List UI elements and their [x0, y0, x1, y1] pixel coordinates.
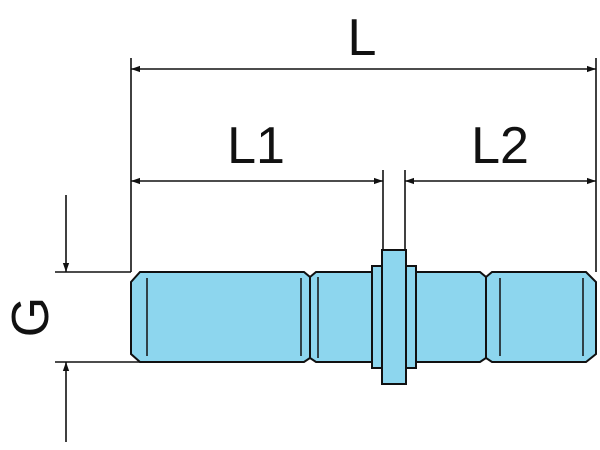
extension-lines	[55, 58, 597, 363]
collar	[371, 265, 383, 369]
flange	[381, 249, 407, 385]
left-neck	[309, 271, 373, 363]
left-threaded-section	[130, 271, 311, 363]
right-neck	[415, 271, 487, 363]
right-threaded-section	[485, 271, 597, 363]
right-collar	[405, 265, 417, 369]
label-l: L	[348, 9, 377, 67]
dimension-lines	[62, 65, 596, 442]
label-g: G	[2, 297, 60, 337]
thread-detail-lines	[146, 277, 584, 358]
stud-body	[130, 249, 597, 385]
label-l2: L2	[471, 117, 529, 175]
label-l1: L1	[227, 117, 285, 175]
